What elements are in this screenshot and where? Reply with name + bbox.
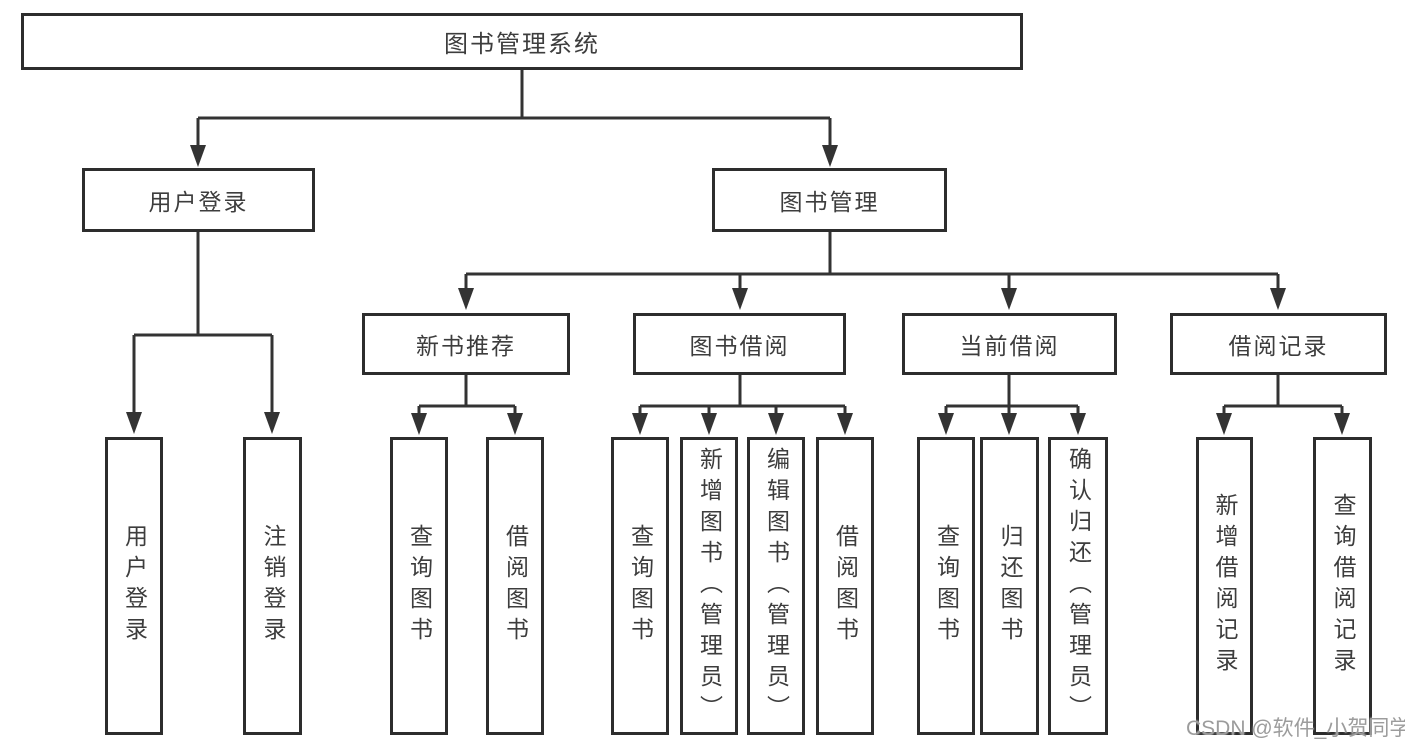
node-label: 用户登录 [148, 189, 249, 215]
node-user-login: 用户登录 [82, 168, 315, 232]
leaf-query-books-current: 查询图书 [917, 437, 975, 735]
leaf-borrow-books-recommend: 借阅图书 [486, 437, 544, 735]
leaf-query-books-recommend: 查询图书 [390, 437, 448, 735]
leaf-query-borrow-record: 查询借阅记录 [1313, 437, 1372, 735]
leaf-add-book-admin: 新增图书（管理员） [680, 437, 738, 735]
node-label: 借阅图书 [502, 524, 529, 648]
leaf-borrow-books: 借阅图书 [816, 437, 874, 735]
node-label: 查询图书 [933, 524, 960, 648]
leaf-return-book: 归还图书 [980, 437, 1039, 735]
node-book-management: 图书管理 [712, 168, 947, 232]
node-label: 新增图书（管理员） [696, 446, 723, 726]
node-label: 借阅图书 [832, 524, 859, 648]
node-label: 归还图书 [997, 524, 1023, 648]
node-label: 新增借阅记录 [1212, 493, 1238, 679]
node-label: 查询图书 [406, 524, 433, 648]
leaf-edit-book-admin: 编辑图书（管理员） [747, 437, 805, 735]
node-label: 确认归还（管理员） [1065, 446, 1092, 726]
node-new-book-recommend: 新书推荐 [362, 313, 570, 375]
node-label: 图书借阅 [689, 333, 790, 359]
node-label: 查询图书 [627, 524, 654, 648]
leaf-logout: 注销登录 [243, 437, 302, 735]
node-label: 用户登录 [121, 524, 148, 648]
leaf-query-books-borrow: 查询图书 [611, 437, 669, 735]
node-label: 新书推荐 [416, 333, 516, 359]
node-current-borrow: 当前借阅 [902, 313, 1117, 375]
node-label: 编辑图书（管理员） [763, 446, 790, 726]
node-label: 查询借阅记录 [1330, 493, 1356, 679]
csdn-watermark: CSDN @软件_小贺同学 [1186, 717, 1405, 740]
node-label: 图书管理 [779, 189, 880, 215]
node-label: 当前借阅 [959, 333, 1060, 359]
node-borrow-records: 借阅记录 [1170, 313, 1387, 375]
leaf-confirm-return-admin: 确认归还（管理员） [1048, 437, 1108, 735]
node-label: 图书管理系统 [444, 31, 600, 58]
leaf-user-login: 用户登录 [105, 437, 163, 735]
node-system-root: 图书管理系统 [21, 13, 1023, 70]
node-label: 注销登录 [260, 524, 286, 648]
node-label: 借阅记录 [1228, 333, 1329, 359]
leaf-add-borrow-record: 新增借阅记录 [1196, 437, 1253, 735]
node-book-borrow: 图书借阅 [633, 313, 846, 375]
